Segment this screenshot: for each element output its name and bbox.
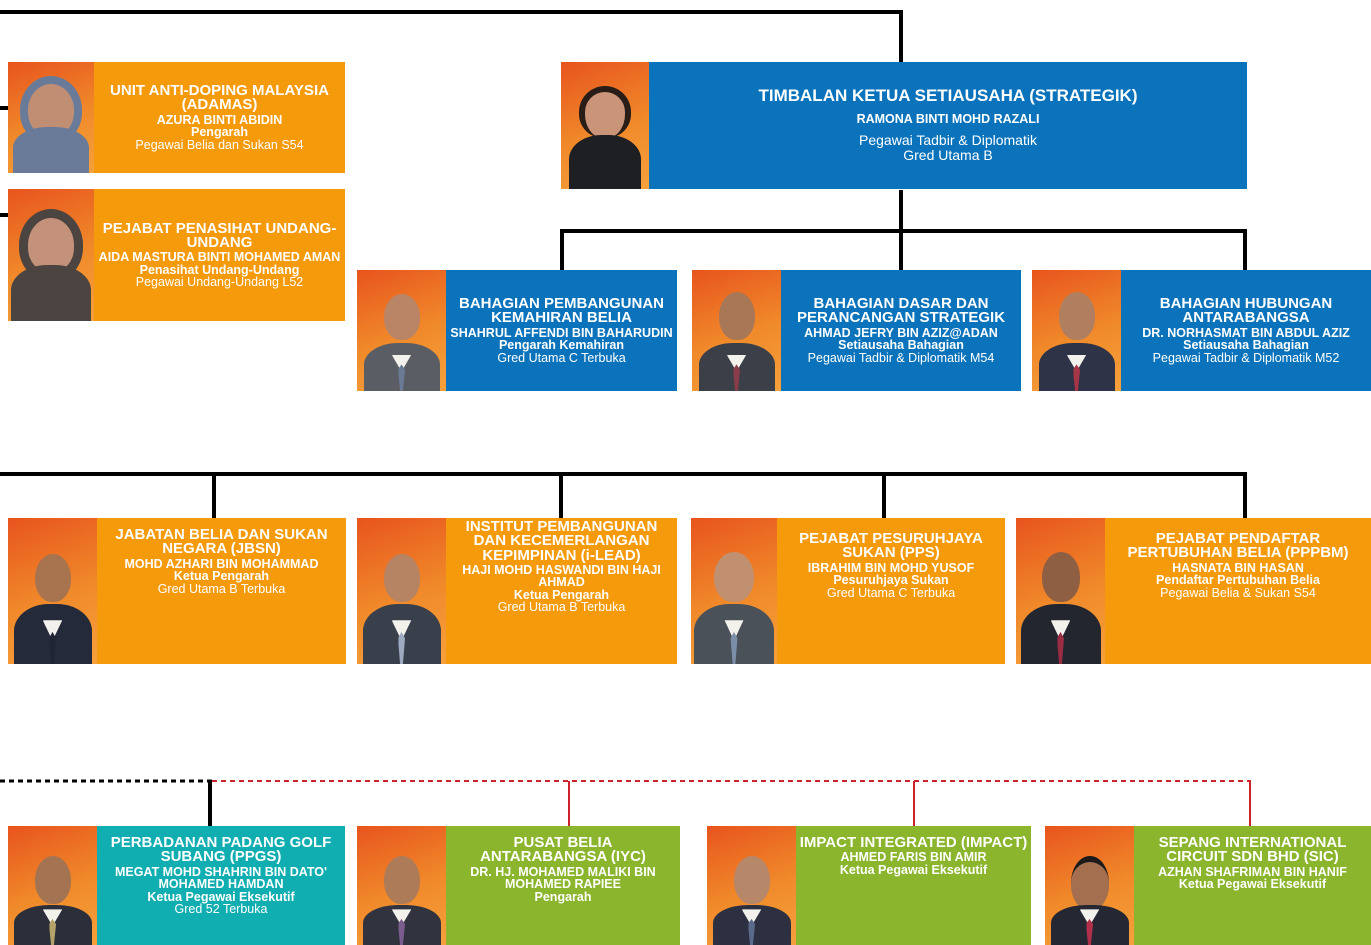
agency-role: Ketua Pegawai Eksekutif [1178,877,1327,891]
unit-title: PEJABAT PENASIHAT UNDANG-UNDANG [102,219,337,251]
strategic-card: TIMBALAN KETUA SETIAUSAHA (STRATEGIK) RA… [561,62,1247,189]
unit-grade: Pegawai Belia dan Sukan S54 [135,137,304,152]
agency-title: PUSAT BELIA ANTARABANGSA (IYC) [480,834,646,866]
unit-card-adamas: UNIT ANTI-DOPING MALAYSIA (ADAMAS) AZURA… [8,62,345,173]
agency-title: SEPANG INTERNATIONAL CIRCUIT SDN BHD (SI… [1158,834,1347,866]
division-info: BAHAGIAN HUBUNGAN ANTARABANGSA DR. NORHA… [1121,270,1371,391]
department-name: IBRAHIM BIN MOHD YUSOF [807,560,975,575]
agency-info: PUSAT BELIA ANTARABANGSA (IYC) DR. HJ. M… [446,826,680,945]
division-grade: Pegawai Tadbir & Diplomatik M54 [807,350,995,365]
department-photo [8,518,97,664]
dashed-connectors [212,780,1251,826]
department-name: MOHD AZHARI BIN MOHAMMAD [124,556,319,571]
unit-card-legal: PEJABAT PENASIHAT UNDANG-UNDANG AIDA MAS… [8,189,345,321]
division-photo [1032,270,1121,391]
agency-role: Ketua Pegawai Eksekutif [839,862,988,877]
division-card-kemahiran: BAHAGIAN PEMBANGUNAN KEMAHIRAN BELIA SHA… [357,270,677,391]
division-title: BAHAGIAN PEMBANGUNAN KEMAHIRAN BELIA [459,295,664,327]
unit-photo-legal [8,189,94,321]
agency-photo [8,826,97,945]
division-info: BAHAGIAN PEMBANGUNAN KEMAHIRAN BELIA SHA… [446,270,677,391]
agency-role: Pengarah [534,889,592,904]
department-photo [1016,518,1105,664]
department-role: Ketua Pengarah [173,569,270,583]
department-role: Ketua Pengarah [513,587,610,602]
division-photo [692,270,781,391]
department-title: PEJABAT PENDAFTAR PERTUBUHAN BELIA (PPPB… [1127,530,1349,562]
division-card-hubungan: BAHAGIAN HUBUNGAN ANTARABANGSA DR. NORHA… [1032,270,1371,391]
agency-info: SEPANG INTERNATIONAL CIRCUIT SDN BHD (SI… [1134,826,1371,945]
department-info: INSTITUT PEMBANGUNAN DAN KECEMERLANGAN K… [446,518,677,664]
department-role: Pesuruhjaya Sukan [833,573,949,587]
unit-title: UNIT ANTI-DOPING MALAYSIA (ADAMAS) [110,82,329,114]
division-name: DR. NORHASMAT BIN ABDUL AZIZ [1142,325,1350,340]
division-info: BAHAGIAN DASAR DAN PERANCANGAN STRATEGIK… [781,270,1021,391]
department-card-jbsn: JABATAN BELIA DAN SUKAN NEGARA (JBSN) MO… [8,518,346,664]
unit-role: Pengarah [191,125,248,139]
strategic-role: Pegawai Tadbir & Diplomatik [859,132,1037,149]
agency-photo [357,826,446,945]
agency-photo [1045,826,1134,945]
department-info: PEJABAT PESURUHJAYA SUKAN (PPS) IBRAHIM … [777,518,1005,664]
department-title: INSTITUT PEMBANGUNAN DAN KECEMERLANGAN K… [465,518,658,564]
agency-name: DR. HJ. MOHAMED MALIKI BIN MOHAMED RAPIE… [470,864,656,891]
agency-card-ppgs: PERBADANAN PADANG GOLF SUBANG (PPGS) MEG… [8,826,345,945]
strategic-name: RAMONA BINTI MOHD RAZALI [856,111,1040,126]
strategic-info: TIMBALAN KETUA SETIAUSAHA (STRATEGIK) RA… [649,62,1247,189]
agency-card-impact: IMPACT INTEGRATED (IMPACT) AHMED FARIS B… [707,826,1031,945]
department-grade: Gred Utama C Terbuka [826,585,956,600]
department-grade: Gred Utama B Terbuka [157,581,286,596]
unit-info-legal: PEJABAT PENASIHAT UNDANG-UNDANG AIDA MAS… [94,189,345,321]
division-name: SHAHRUL AFFENDI BIN BAHARUDIN [450,325,673,340]
department-grade: Gred Utama B Terbuka [497,600,626,615]
division-grade: Pegawai Tadbir & Diplomatik M52 [1152,350,1340,365]
agency-title: IMPACT INTEGRATED (IMPACT) [799,834,1028,851]
division-role: Setiausaha Bahagian [838,338,964,352]
unit-grade: Pegawai Undang-Undang L52 [135,275,304,289]
division-role: Setiausaha Bahagian [1183,338,1309,352]
department-name: HAJI MOHD HASWANDI BIN HAJI AHMAD [462,562,661,590]
division-title: BAHAGIAN DASAR DAN PERANCANGAN STRATEGIK [796,295,1006,327]
division-photo [357,270,446,391]
agency-photo [707,826,796,945]
department-info: PEJABAT PENDAFTAR PERTUBUHAN BELIA (PPPB… [1105,518,1371,664]
strategic-title: TIMBALAN KETUA SETIAUSAHA (STRATEGIK) [758,85,1138,105]
division-name: AHMAD JEFRY BIN AZIZ@ADAN [804,325,998,340]
division-grade: Gred Utama C Terbuka [497,350,626,365]
division-card-dasar: BAHAGIAN DASAR DAN PERANCANGAN STRATEGIK… [692,270,1021,391]
unit-photo-adamas [8,62,94,173]
department-role: Pendaftar Pertubuhan Belia [1156,573,1320,587]
agency-info: PERBADANAN PADANG GOLF SUBANG (PPGS) MEG… [97,826,345,945]
department-title: PEJABAT PESURUHJAYA SUKAN (PPS) [799,530,983,562]
department-photo [691,518,777,664]
unit-role: Penasihat Undang-Undang [139,262,300,277]
agency-name: AZHAN SHAFRIMAN BIN HANIF [1158,864,1347,879]
agency-card-iyc: PUSAT BELIA ANTARABANGSA (IYC) DR. HJ. M… [357,826,680,945]
agency-title: PERBADANAN PADANG GOLF SUBANG (PPGS) [110,834,332,866]
department-card-ilead: INSTITUT PEMBANGUNAN DAN KECEMERLANGAN K… [357,518,677,664]
agency-card-sic: SEPANG INTERNATIONAL CIRCUIT SDN BHD (SI… [1045,826,1371,945]
strategic-photo [561,62,649,189]
agency-role: Ketua Pegawai Eksekutif [147,889,295,904]
unit-name: AZURA BINTI ABIDIN [156,112,283,127]
unit-info-adamas: UNIT ANTI-DOPING MALAYSIA (ADAMAS) AZURA… [94,62,345,173]
department-card-pppbm: PEJABAT PENDAFTAR PERTUBUHAN BELIA (PPPB… [1016,518,1371,664]
department-name: HASNATA BIN HASAN [1172,560,1304,575]
agency-grade: Gred 52 Terbuka [174,902,268,916]
department-card-pps: PEJABAT PESURUHJAYA SUKAN (PPS) IBRAHIM … [691,518,1005,664]
department-photo [357,518,446,664]
agency-name: MEGAT MOHD SHAHRIN BIN DATO' MOHAMED HAM… [115,864,327,891]
agency-info: IMPACT INTEGRATED (IMPACT) AHMED FARIS B… [796,826,1031,945]
division-title: BAHAGIAN HUBUNGAN ANTARABANGSA [1159,295,1333,327]
department-grade: Pegawai Belia & Sukan S54 [1160,585,1316,600]
solid-connectors [0,10,1247,826]
strategic-grade: Gred Utama B [903,147,993,164]
unit-name: AIDA MASTURA BINTI MOHAMED AMAN [98,250,341,264]
division-role: Pengarah Kemahiran [498,338,625,352]
department-title: JABATAN BELIA DAN SUKAN NEGARA (JBSN) [115,526,328,558]
department-info: JABATAN BELIA DAN SUKAN NEGARA (JBSN) MO… [97,518,346,664]
agency-name: AHMED FARIS BIN AMIR [840,850,987,865]
